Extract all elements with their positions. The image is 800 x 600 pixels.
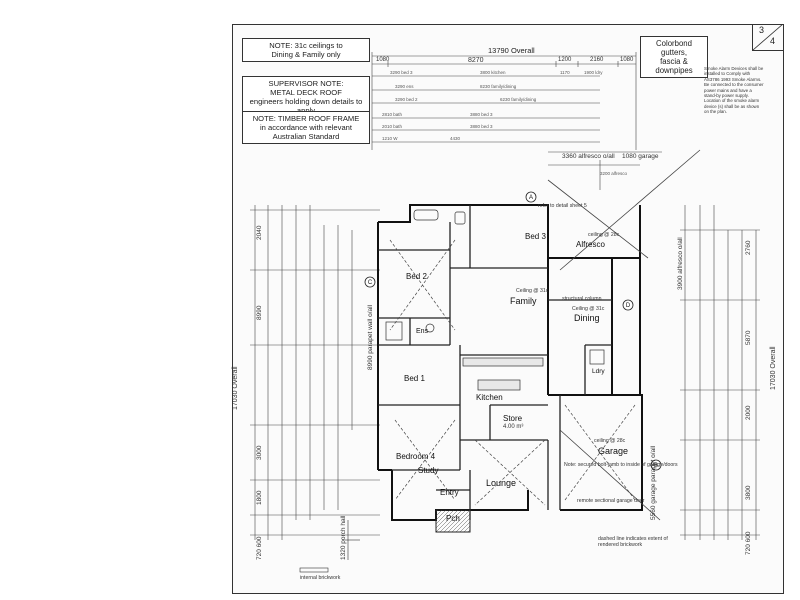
svg-text:3290 bed 3: 3290 bed 3 <box>390 70 413 75</box>
top-dim: 1200 <box>558 57 572 63</box>
svg-text:2810 bath: 2810 bath <box>382 112 403 117</box>
room-bed3: Bed 3 <box>525 232 546 241</box>
smoke-alarm-note: Smoke Alarm Devices shall be installed t… <box>704 66 764 115</box>
note-line: Colorbond gutters, <box>656 39 692 57</box>
svg-text:3880 bed 3: 3880 bed 3 <box>470 112 493 117</box>
room-garage: Garage <box>598 446 629 456</box>
overall-right-dimension: 17030 Overall <box>770 346 777 390</box>
overall-left-dimension: 17030 Overall <box>232 366 239 410</box>
dining-ceiling-label: Ceiling @ 31c <box>572 306 605 312</box>
note-line: engineers holding down details to apply <box>249 97 363 115</box>
garage-parapet-dim: 5560 garage parapet o/all <box>650 445 657 520</box>
left-side-dim: 8990 <box>256 305 263 320</box>
note-line: NOTE: 31c ceilings to <box>269 41 343 50</box>
svg-text:6230 family/dining: 6230 family/dining <box>500 97 537 102</box>
store-volume: 4.00 m³ <box>503 424 524 430</box>
room-study: Study <box>418 466 439 475</box>
top-dim: 1080 <box>620 57 634 63</box>
garage-ceiling-label: ceiling @ 28c <box>594 438 626 444</box>
room-laundry: Ldry <box>592 368 605 375</box>
svg-text:3880 bed 3: 3880 bed 3 <box>470 124 493 129</box>
alfresco-overall-dim: 3360 alfresco o/all <box>562 153 615 160</box>
room-ensuite: Ens <box>416 328 429 335</box>
svg-text:1210 W: 1210 W <box>382 136 398 141</box>
svg-text:3200 alfresco: 3200 alfresco <box>600 171 628 176</box>
right-side-dim: 2000 <box>745 405 752 420</box>
timber-frame-note: NOTE: TIMBER ROOF FRAME in accordance wi… <box>242 111 370 144</box>
svg-text:3290 ens: 3290 ens <box>395 84 414 89</box>
room-kitchen: Kitchen <box>476 393 503 402</box>
room-alfresco: Alfresco <box>576 240 605 249</box>
left-side-dim: 720 600 <box>256 536 263 561</box>
room-family: Family <box>510 296 537 306</box>
note-line: SUPERVISOR NOTE: <box>268 79 344 88</box>
ceiling-note: NOTE: 31c ceilings to Dining & Family on… <box>242 38 370 62</box>
parapet-dim: 8990 parapet wall o/all <box>367 304 374 370</box>
svg-text:2010 bath: 2010 bath <box>382 124 403 129</box>
top-dim: 1080 <box>376 57 390 63</box>
room-store: Store <box>503 414 523 423</box>
left-side-dim: 2040 <box>256 225 263 240</box>
room-lounge: Lounge <box>486 478 517 488</box>
svg-text:3800 kitchen: 3800 kitchen <box>480 70 506 75</box>
family-ceiling-label: Ceiling @ 31c <box>516 288 549 294</box>
alfresco-ceiling-label: ceiling @ 28c <box>588 232 620 238</box>
svg-text:B: B <box>654 463 658 469</box>
right-side-dim: 3800 <box>745 485 752 500</box>
svg-text:4430: 4430 <box>450 136 461 141</box>
structural-column-label: structural column <box>562 296 602 302</box>
svg-text:D: D <box>626 303 631 309</box>
top-dim: 8270 <box>468 57 484 64</box>
room-porch: Pch <box>446 514 460 523</box>
note-line: METAL DECK ROOF <box>270 88 342 97</box>
left-side-dim: 3000 <box>256 445 263 460</box>
left-side-dim: 1800 <box>256 490 263 505</box>
svg-text:1170: 1170 <box>560 70 570 75</box>
svg-text:C: C <box>368 280 373 286</box>
note-line: Dining & Family only <box>271 50 341 59</box>
internal-brickwork-label: internal brickwork <box>300 575 341 581</box>
right-side-dim: 720 600 <box>745 531 752 556</box>
gutters-note: Colorbond gutters, fascia & downpipes <box>640 36 708 78</box>
note-line: Australian Standard <box>272 132 340 141</box>
sheet-total: 4 <box>770 36 776 46</box>
right-side-dim: 2760 <box>745 240 752 255</box>
brickwork-note: dashed line indicates extent of rendered… <box>598 536 668 548</box>
svg-text:1900 ldry: 1900 ldry <box>584 70 603 75</box>
refer-detail-label: refer to detail sheet 5 <box>538 203 587 209</box>
room-bedroom4: Bedroom 4 <box>396 452 436 461</box>
svg-text:3290 bed 2: 3290 bed 2 <box>395 97 418 102</box>
room-bed2: Bed 2 <box>406 272 427 281</box>
garage-door-note: Note: secured bolt-jamb to inside of gar… <box>564 462 678 468</box>
note-line: in accordance with relevant <box>259 123 353 132</box>
svg-text:A: A <box>529 195 533 201</box>
note-line: NOTE: TIMBER ROOF FRAME <box>252 114 360 123</box>
top-dim: 2160 <box>590 57 604 63</box>
room-dining: Dining <box>574 313 600 323</box>
room-bed1: Bed 1 <box>404 374 425 383</box>
note-line: fascia & downpipes <box>655 57 693 75</box>
sectional-door-label: remote sectional garage door <box>577 498 645 504</box>
svg-text:8230 family/dining: 8230 family/dining <box>480 84 517 89</box>
right-side-dim: 5870 <box>745 330 752 345</box>
sheet-number-box: 3 4 <box>752 24 783 51</box>
alfresco-side-dim: 3900 alfresco o/all <box>677 237 684 290</box>
sheet-number: 3 <box>759 25 765 35</box>
room-entry: Entry <box>440 488 459 497</box>
garage-dim: 1080 garage <box>622 153 659 160</box>
porch-hall-dim: 1320 porch hall <box>340 515 347 560</box>
overall-top-dimension: 13790 Overall <box>488 46 535 55</box>
